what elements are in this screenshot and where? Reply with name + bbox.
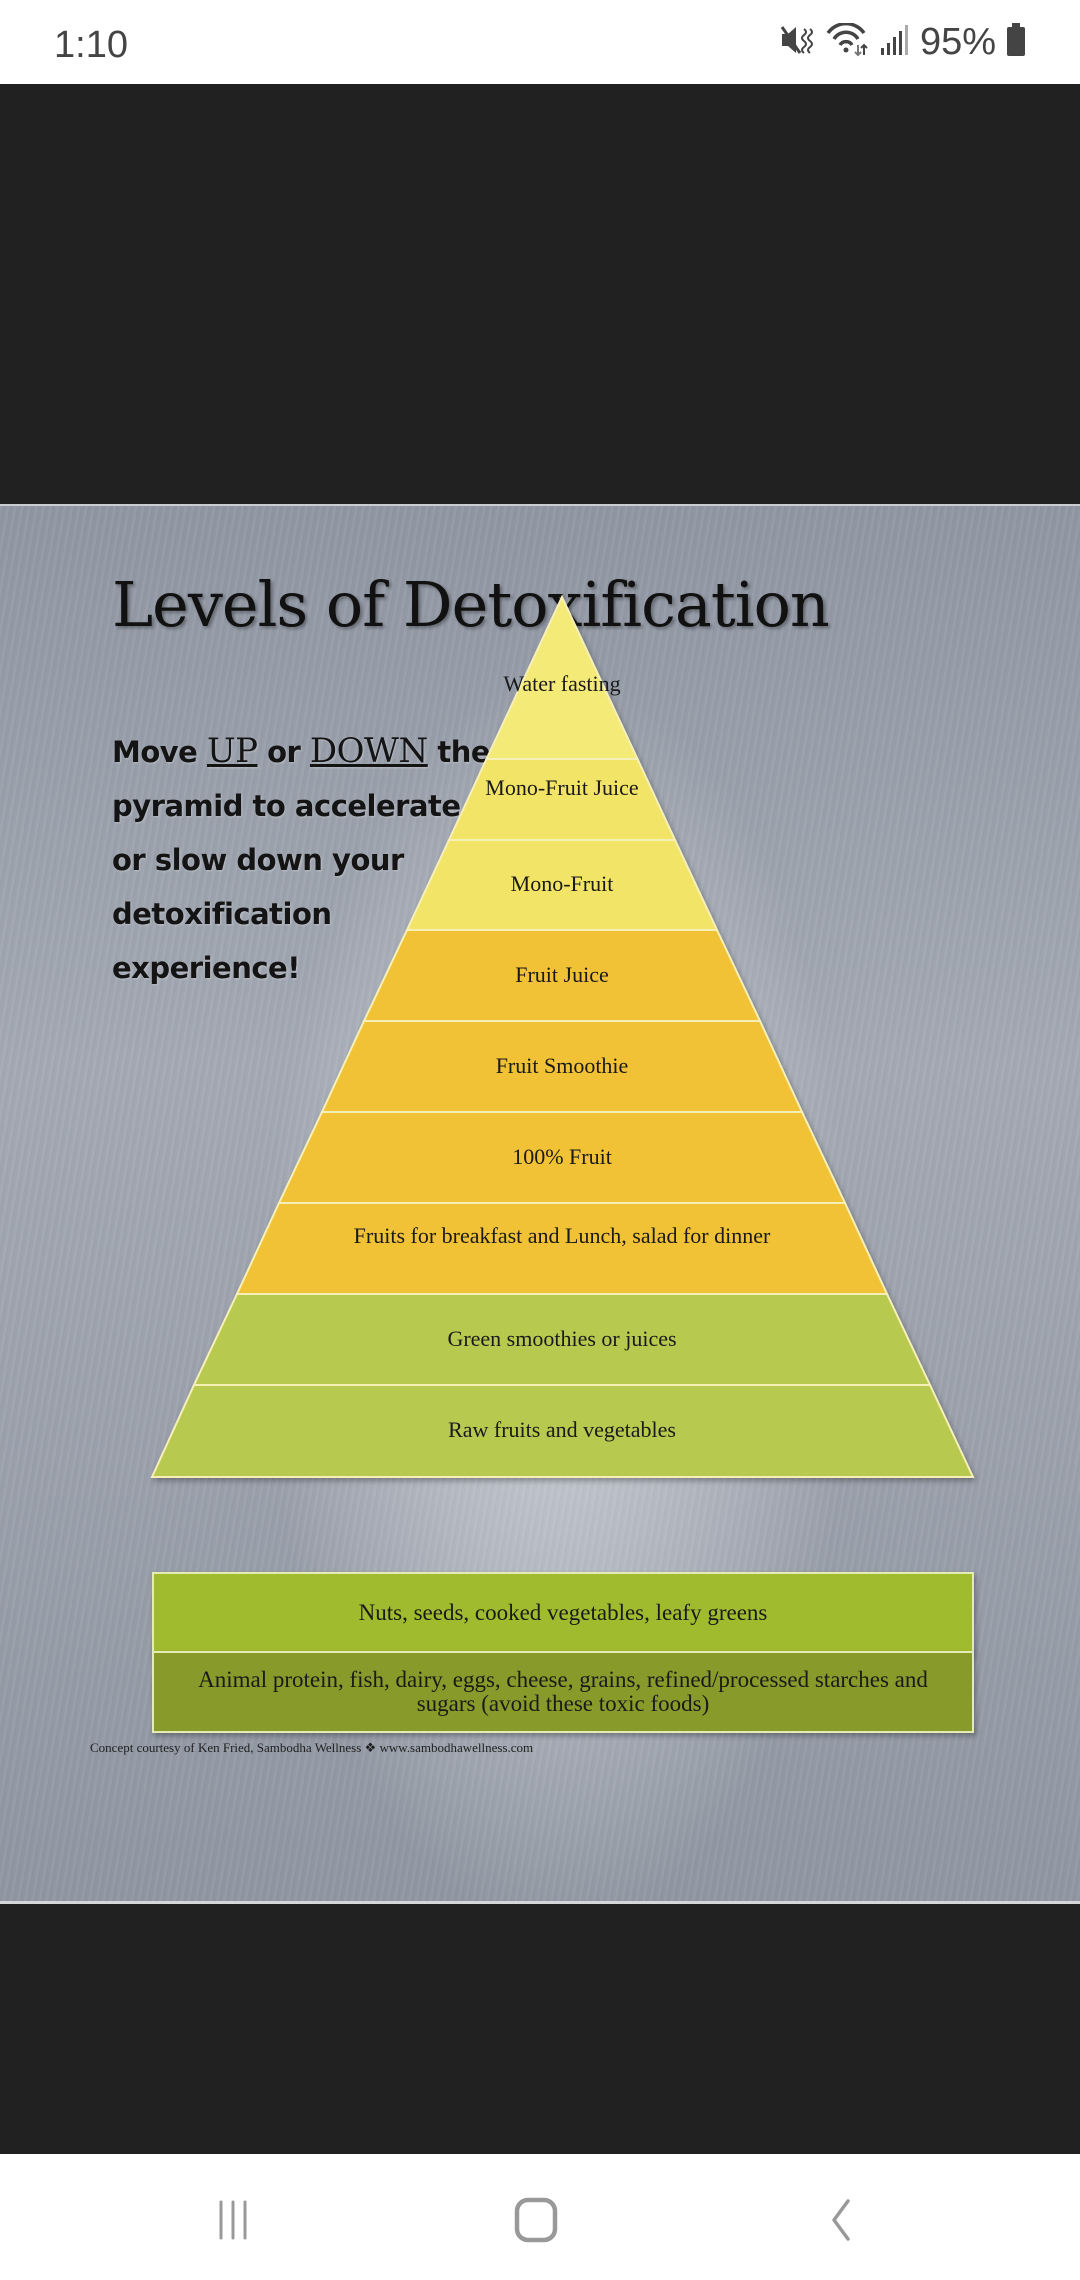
tier-nuts-seeds: Nuts, seeds, cooked vegetables, leafy gr… [152, 1572, 974, 1653]
tier-label: Water fasting [503, 671, 621, 696]
back-button[interactable] [800, 2190, 880, 2250]
tier-label: Animal protein, fish, dairy, eggs, chees… [198, 1667, 928, 1716]
battery-percent: 95% [919, 20, 996, 63]
tagline-text: or [257, 735, 310, 769]
tier-fruits-breakfast [235, 1202, 889, 1295]
tier-animal-protein: Animal protein, fish, dairy, eggs, chees… [152, 1651, 974, 1733]
image-viewer[interactable]: Levels of Detoxification Move UP or DOWN… [0, 84, 1080, 2154]
tier-label: Green smoothies or juices [447, 1326, 677, 1351]
detox-pyramid-image[interactable]: Levels of Detoxification Move UP or DOWN… [0, 504, 1080, 1904]
status-icons: 95% [780, 20, 1026, 63]
pyramid-graphic [150, 594, 975, 1478]
recents-button[interactable] [194, 2190, 274, 2250]
wifi-icon [826, 21, 870, 62]
signal-icon [880, 24, 910, 61]
home-icon [514, 2197, 558, 2243]
tier-label: Fruits for breakfast and Lunch, salad fo… [353, 1223, 771, 1248]
mute-vibrate-icon [780, 23, 816, 62]
tier-label: Raw fruits and vegetables [448, 1417, 676, 1442]
home-button[interactable] [496, 2190, 576, 2250]
back-icon [832, 2199, 850, 2241]
tier-label: Fruit Juice [515, 962, 609, 987]
image-credit: Concept courtesy of Ken Fried, Sambodha … [90, 1740, 534, 1755]
tier-label: Mono-Fruit Juice [485, 775, 639, 800]
image-tagline: Move UP or DOWN the pyramid to accelerat… [112, 724, 492, 995]
tier-raw-fruits [150, 1384, 975, 1478]
tier-label: Nuts, seeds, cooked vegetables, leafy gr… [358, 1599, 768, 1625]
tier-label: 100% Fruit [512, 1144, 612, 1169]
navigation-bar [0, 2154, 1080, 2280]
battery-icon [1006, 22, 1026, 62]
tagline-text: the pyramid to accelerate or slow down y… [112, 735, 491, 985]
status-bar: 1:10 [0, 0, 1080, 84]
status-time: 1:10 [54, 24, 128, 66]
tagline-text: Move [112, 735, 207, 769]
image-title: Levels of Detoxification [112, 568, 830, 641]
recents-icon [219, 2200, 247, 2240]
tier-label: Mono-Fruit [510, 871, 614, 896]
tier-label: Fruit Smoothie [495, 1053, 629, 1078]
tagline-up: UP [206, 731, 258, 771]
tagline-down: DOWN [309, 731, 428, 771]
